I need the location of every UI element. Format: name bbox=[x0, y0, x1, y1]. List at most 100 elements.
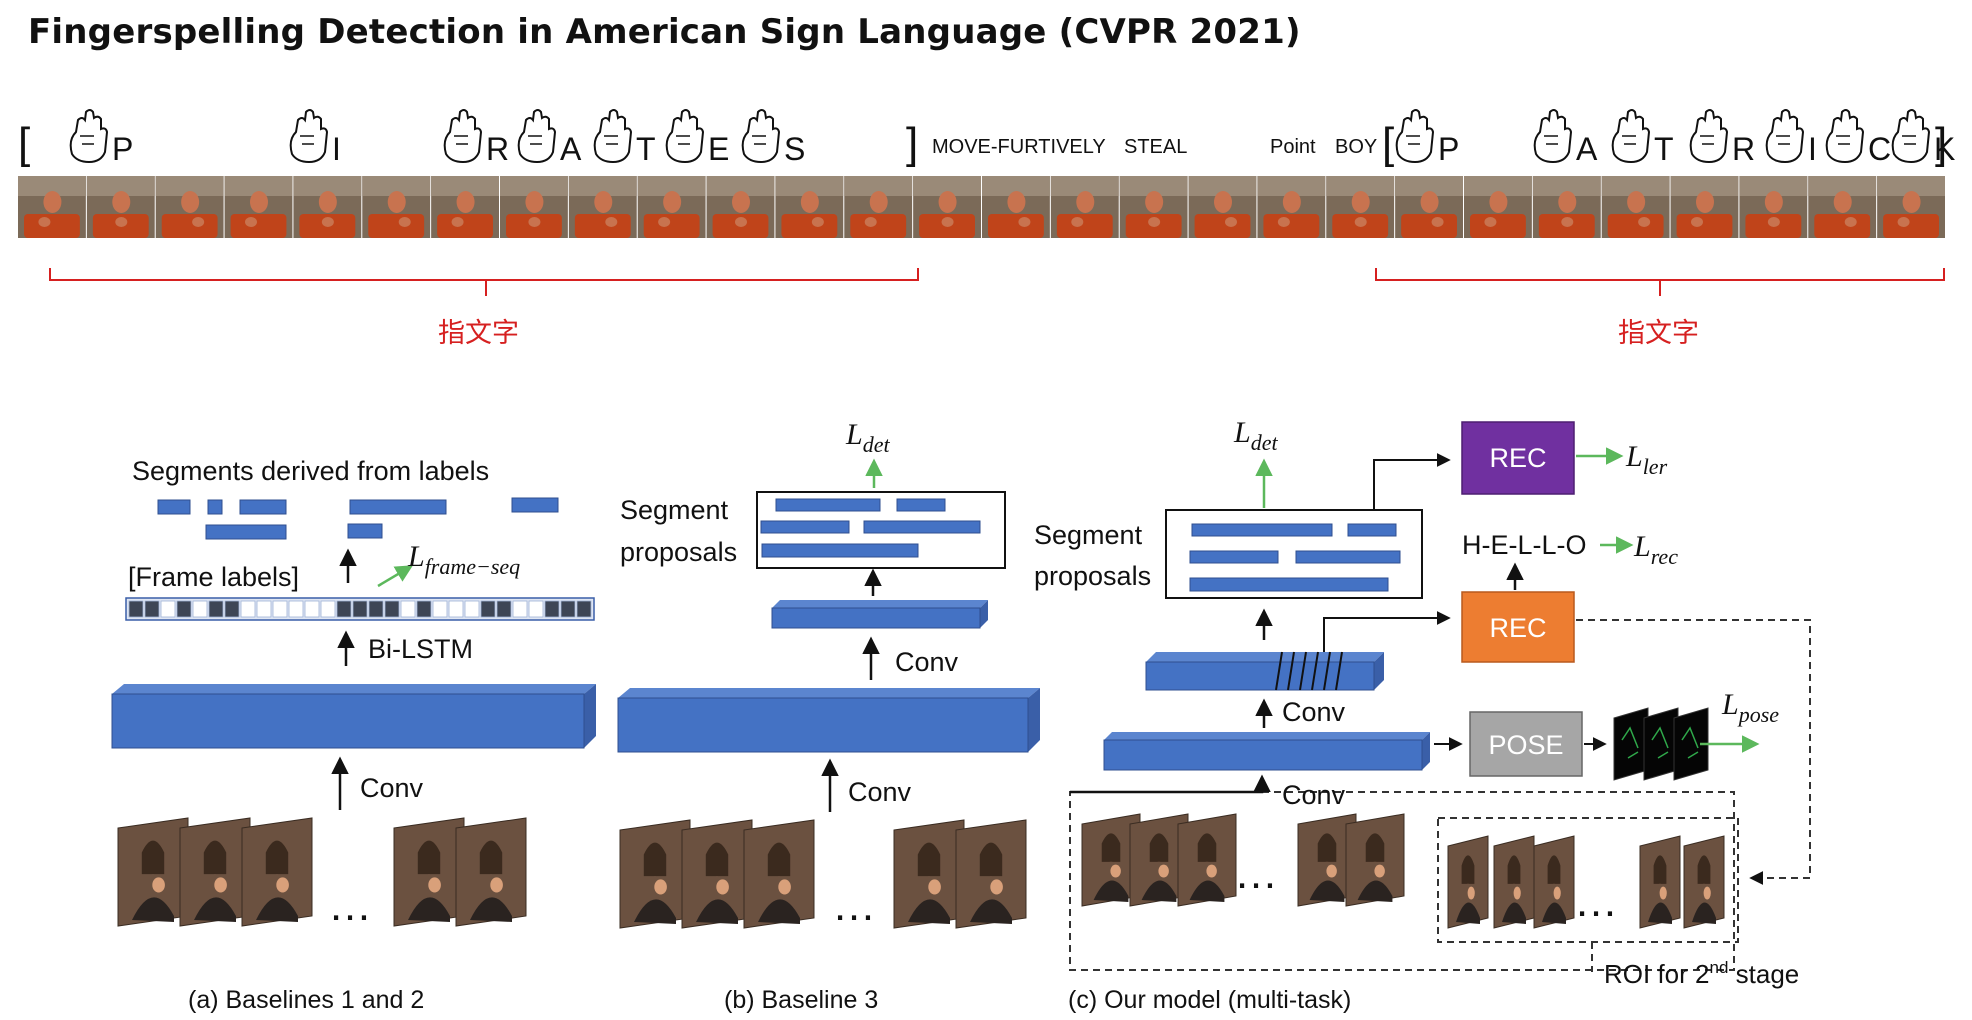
frame-label-cell bbox=[192, 600, 208, 618]
right-letter-3: R bbox=[1732, 131, 1755, 167]
pose-heatmap bbox=[1643, 707, 1679, 781]
video-frame bbox=[1532, 176, 1601, 238]
conv-lower-c: Conv bbox=[1282, 780, 1346, 810]
signer-frame bbox=[117, 817, 189, 927]
video-frame-strip bbox=[18, 176, 1945, 238]
frame-label-cell bbox=[368, 600, 384, 618]
signer-frame bbox=[455, 817, 527, 927]
pose-label: POSE bbox=[1488, 730, 1563, 760]
roi-frames-c bbox=[1447, 835, 1725, 929]
video-frame bbox=[568, 176, 637, 238]
video-frame bbox=[982, 176, 1050, 238]
loss-rec: Lrec bbox=[1633, 530, 1678, 569]
left-letter-1: I bbox=[332, 131, 341, 167]
rec-mid-box bbox=[1461, 591, 1575, 663]
video-frame bbox=[224, 176, 293, 238]
small-block-c bbox=[1145, 651, 1384, 691]
signer-frame bbox=[1297, 813, 1357, 907]
index-hand-icon bbox=[289, 109, 329, 164]
frame-label-cell bbox=[432, 600, 448, 618]
green-loss-arrow-a bbox=[377, 565, 414, 588]
signer-frame bbox=[179, 817, 251, 927]
signer-frame bbox=[1081, 813, 1141, 907]
frame-label-cell bbox=[400, 600, 416, 618]
signer-frame bbox=[681, 819, 753, 929]
frame-label-cell bbox=[176, 600, 192, 618]
left-letter-5: E bbox=[708, 131, 729, 167]
video-frame bbox=[1877, 176, 1945, 238]
annotation-label-right: 指文字 bbox=[1618, 318, 1699, 348]
left-letter-6: S bbox=[784, 131, 805, 167]
thumb-between-icon bbox=[1611, 109, 1651, 164]
frame-label-cell bbox=[144, 600, 160, 618]
gloss-move-furtively: MOVE-FURTIVELY bbox=[932, 136, 1106, 158]
panel-c: Ldet Segment proposals REC Ller H-E-L-L-… bbox=[1034, 416, 1811, 1014]
video-frame bbox=[1257, 176, 1326, 238]
pose-heatmap bbox=[1613, 707, 1649, 781]
video-frame bbox=[1601, 176, 1670, 238]
page-title: Fingerspelling Detection in American Sig… bbox=[28, 12, 1301, 52]
left-letter-3: A bbox=[560, 131, 582, 167]
video-frame bbox=[637, 176, 706, 238]
left-bracket-open: [ bbox=[18, 119, 30, 168]
frame-label-cell bbox=[128, 600, 144, 618]
frame-label-cell bbox=[448, 600, 464, 618]
frame-label-cell bbox=[416, 600, 432, 618]
signer-frame bbox=[955, 819, 1027, 929]
video-frame bbox=[362, 176, 431, 238]
hello-output: H-E-L-L-O bbox=[1462, 530, 1587, 560]
frame-label-cell bbox=[352, 600, 368, 618]
roi-box bbox=[1437, 817, 1739, 943]
left-letter-0: P bbox=[112, 131, 133, 167]
signer-frame bbox=[893, 819, 965, 929]
pointing-hand-icon bbox=[69, 109, 109, 164]
closed-hand-icon bbox=[665, 109, 705, 164]
video-frame bbox=[1119, 176, 1188, 238]
frame-labels-text: [Frame labels] bbox=[128, 562, 299, 592]
signer-frame bbox=[619, 819, 691, 929]
signer-frame bbox=[1177, 813, 1237, 907]
right-letter-5: C bbox=[1868, 131, 1891, 167]
right-bracket-open: [ bbox=[1382, 119, 1394, 168]
segment-proposals-b-2: proposals bbox=[620, 537, 737, 567]
frame-label-cell bbox=[272, 600, 288, 618]
gloss-boy: BOY bbox=[1335, 136, 1377, 158]
rec-top-box bbox=[1461, 421, 1575, 495]
caption-a: (a) Baselines 1 and 2 bbox=[188, 986, 424, 1014]
pose-heatmap bbox=[1673, 707, 1709, 781]
loss-ler: Ller bbox=[1625, 440, 1668, 479]
frame-label-cell bbox=[208, 600, 224, 618]
video-frame bbox=[155, 176, 224, 238]
crossed-fingers-icon bbox=[443, 109, 483, 164]
segment-proposals-b-1: Segment bbox=[620, 495, 729, 525]
ellipsis-a: … bbox=[328, 881, 372, 930]
signer-frame bbox=[1639, 835, 1681, 929]
video-frame bbox=[1188, 176, 1257, 238]
feature-block-c bbox=[1103, 732, 1430, 771]
thumb-between-icon bbox=[593, 109, 633, 164]
caption-b: (b) Baseline 3 bbox=[724, 986, 878, 1014]
c-hand-icon bbox=[1825, 109, 1865, 164]
proposals-c bbox=[1189, 523, 1401, 592]
frame-label-cell bbox=[160, 600, 176, 618]
fist-hand-icon bbox=[517, 109, 557, 164]
arrow-to-rec-top bbox=[1373, 453, 1451, 510]
signer-frame bbox=[1493, 835, 1535, 929]
signer-frame bbox=[1129, 813, 1189, 907]
input-frames-b bbox=[619, 819, 1027, 929]
video-frame bbox=[844, 176, 913, 238]
pose-box bbox=[1469, 711, 1583, 777]
loss-pose: Lpose bbox=[1721, 688, 1779, 727]
video-frame bbox=[500, 176, 568, 238]
video-frame bbox=[293, 176, 362, 238]
frame-label-cell bbox=[256, 600, 272, 618]
video-frame bbox=[1395, 176, 1463, 238]
ellipsis-c-left: … bbox=[1234, 849, 1278, 898]
pose-heatmaps bbox=[1613, 707, 1709, 781]
conv-label-a: Conv bbox=[360, 773, 424, 803]
v-hand-icon bbox=[1891, 109, 1931, 164]
left-letter-2: R bbox=[486, 131, 509, 167]
